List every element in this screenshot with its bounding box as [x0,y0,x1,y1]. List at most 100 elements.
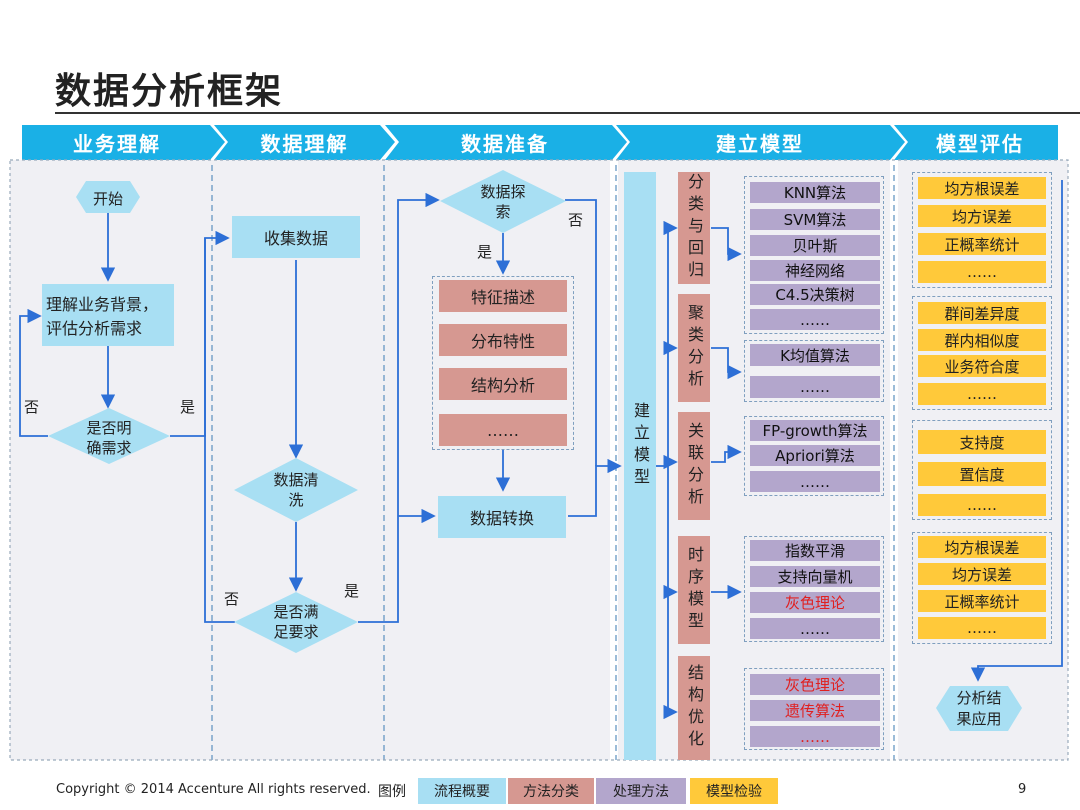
method-item: 遗传算法 [750,700,880,721]
legend-method-category: 方法分类 [508,778,594,804]
understand-business-box: 理解业务背景， 评估分析需求 [42,284,174,346]
du-no-label: 否 [224,590,240,608]
result-hexagon [936,686,1022,731]
clean-data-label: 数据清 洗 [273,471,319,509]
category-structure-optimization: 结构优化 [678,656,710,760]
page-title: 数据分析框架 [55,70,284,112]
methods-group-1 [744,176,884,334]
prep-item: 特征描述 [439,280,567,312]
prep-item: 结构分析 [439,368,567,400]
method-item: SVM算法 [750,209,880,230]
eval-background [898,160,1068,760]
phase-data-prep-label: 数据准备 [461,132,549,156]
method-item: KNN算法 [750,182,880,203]
method-item: Apriori算法 [750,445,880,466]
explore-data-label: 数据探 索 [480,183,526,221]
collect-data-box: 收集数据 [232,216,360,258]
collect-data-label: 收集数据 [263,229,328,248]
copyright-text: Copyright © 2014 Accenture All rights re… [56,782,371,797]
category-association: 关联分析 [678,412,710,520]
phase-modeling-chevron [616,125,905,160]
methods-group-2 [744,340,884,402]
meet-requirement-label: 是否满 足要求 [273,603,319,641]
eval-item: 均方误差 [918,205,1046,227]
decision-meet-requirement-diamond [234,592,358,653]
decision-explore-diamond [440,170,566,233]
du-yes-label: 是 [344,582,360,600]
eval-item: 支持度 [918,430,1046,454]
legend-processing-method: 处理方法 [596,778,686,804]
transform-data-box: 数据转换 [438,496,566,538]
eval-group-3 [912,420,1052,520]
eval-item: …… [918,261,1046,283]
legend-model-validation: 模型检验 [690,778,778,804]
page-number: 9 [1018,782,1027,797]
method-item: 灰色理论 [750,592,880,613]
method-item: 灰色理论 [750,674,880,695]
eval-group-2 [912,296,1052,410]
phase-data-understanding-chevron [214,125,395,160]
decision-clear-requirement-diamond [48,408,170,464]
clear-requirement-label: 是否明 确需求 [86,419,132,457]
legend-label: 图例 [378,784,406,800]
phase-business-label: 业务理解 [73,132,161,156]
eval-item: 群间差异度 [918,302,1046,324]
phase-header-bar [22,125,1058,160]
panel-outline [9,159,1069,761]
explore-yes-label: 是 [477,243,493,261]
phase-business-chevron [22,125,225,160]
data-prep-items-group [432,276,574,450]
phase-data-prep-chevron [385,125,627,160]
eval-item: 正概率统计 [918,590,1046,612]
method-item: 贝叶斯 [750,235,880,256]
method-item: …… [750,471,880,492]
method-item: …… [750,309,880,330]
eval-item: …… [918,617,1046,639]
method-item: C4.5决策树 [750,284,880,305]
phase-modeling-label: 建立模型 [716,132,804,156]
start-hexagon [76,181,140,213]
eval-item: 业务符合度 [918,355,1046,377]
category-classification-regression: 分类与回归 [678,172,710,284]
method-item: 指数平滑 [750,540,880,561]
method-item: …… [750,376,880,398]
eval-group-1 [912,172,1052,288]
method-item: 支持向量机 [750,566,880,587]
build-model-bar: 建立模型 [624,172,656,760]
eval-item: 均方根误差 [918,177,1046,199]
title-divider [55,112,1080,114]
phase-evaluation-chevron [894,125,1058,160]
methods-group-4 [744,536,884,642]
eval-item: …… [918,494,1046,516]
business-no-label: 否 [24,398,40,416]
prep-item: …… [439,414,567,446]
decision-clean-diamond [234,458,358,522]
methods-group-5 [744,668,884,750]
method-item: 神经网络 [750,260,880,281]
explore-no-label: 否 [568,211,584,229]
legend-flow-overview: 流程概要 [418,778,506,804]
build-model-label: 建立模型 [631,402,650,490]
eval-group-4 [912,532,1052,644]
eval-item: 置信度 [918,462,1046,486]
category-clustering: 聚类分析 [678,294,710,402]
result-application-label: 分析结 果应用 [956,689,1002,728]
method-item: K均值算法 [750,344,880,366]
methods-group-3 [744,416,884,496]
eval-item: 正概率统计 [918,233,1046,255]
phase-evaluation-label: 模型评估 [936,132,1024,156]
eval-item: …… [918,383,1046,405]
eval-item: 均方误差 [918,563,1046,585]
prep-item: 分布特性 [439,324,567,356]
eval-item: 均方根误差 [918,536,1046,558]
category-time-series: 时序模型 [678,536,710,644]
method-item: …… [750,726,880,747]
transform-data-label: 数据转换 [469,509,534,528]
method-item: FP-growth算法 [750,420,880,441]
start-label: 开始 [92,190,123,208]
understand-business-label: 理解业务背景， 评估分析需求 [46,295,159,338]
method-item: …… [750,618,880,639]
phase-data-understanding-label: 数据理解 [260,132,349,156]
business-yes-label: 是 [180,398,196,416]
